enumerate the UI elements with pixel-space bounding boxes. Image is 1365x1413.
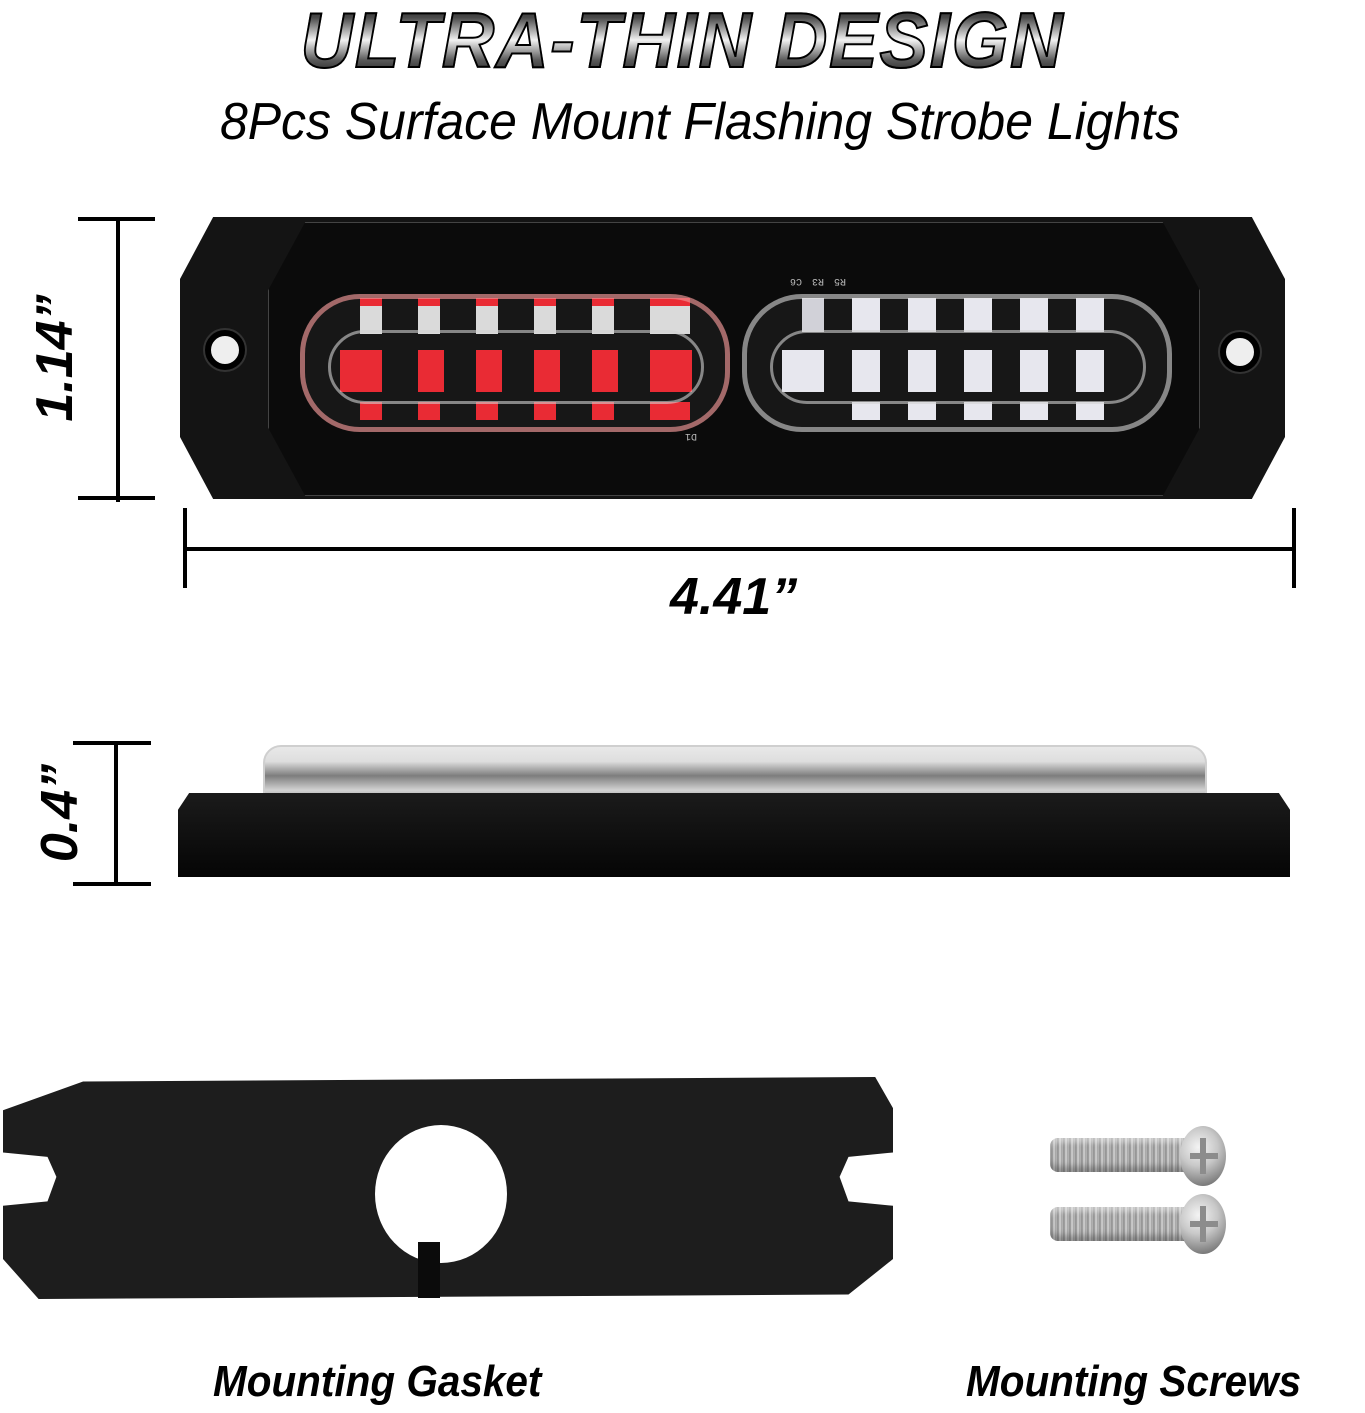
screw-shaft-2 xyxy=(1050,1207,1195,1241)
white-led-mid-4 xyxy=(964,350,992,392)
white-led-mid-5 xyxy=(1020,350,1048,392)
pcb-label-c6: C6 xyxy=(790,275,803,286)
side-view-base xyxy=(178,793,1290,877)
dim-line-vertical xyxy=(114,741,118,886)
red-led-mid-5 xyxy=(592,350,618,392)
dim-cap-right xyxy=(1292,508,1296,588)
red-led-mid-2 xyxy=(418,350,444,392)
mount-hole-right xyxy=(1220,332,1260,372)
red-led-module xyxy=(300,290,730,432)
red-led-top-3 xyxy=(476,298,498,334)
height-label: 1.14” xyxy=(26,294,84,422)
white-led-top-2 xyxy=(908,298,936,332)
screw-head-2 xyxy=(1180,1194,1226,1254)
phillips-cross-icon xyxy=(1190,1221,1218,1227)
white-led-top-3 xyxy=(964,298,992,332)
red-led-bot-4 xyxy=(534,402,556,420)
dim-line-vertical xyxy=(116,217,120,502)
white-led-bot-1 xyxy=(852,402,880,420)
screw-head-1 xyxy=(1180,1126,1226,1186)
red-led-top-2 xyxy=(418,298,440,334)
strobe-light-side-view xyxy=(178,745,1293,880)
page-title: ULTRA-THIN DESIGN xyxy=(48,0,1317,81)
pcb-label-d1: D1 xyxy=(685,430,698,441)
white-led-bot-5 xyxy=(1076,402,1104,420)
phillips-cross-icon xyxy=(1190,1153,1218,1159)
red-led-top-5 xyxy=(592,298,614,334)
mounting-screws xyxy=(1045,1122,1230,1254)
red-led-bot-1 xyxy=(360,402,382,420)
gasket-center-hole xyxy=(375,1125,507,1263)
white-led-module xyxy=(742,290,1172,432)
white-lens-inner xyxy=(770,330,1146,404)
dim-cap-top xyxy=(73,741,151,745)
red-led-bot-2 xyxy=(418,402,440,420)
pcb-label-r5: R5 xyxy=(834,275,847,286)
width-label: 4.41” xyxy=(670,568,798,626)
red-led-bot-3 xyxy=(476,402,498,420)
gasket-caption: Mounting Gasket xyxy=(213,1357,542,1406)
gasket-slit xyxy=(418,1242,440,1298)
red-led-bot-5 xyxy=(592,402,614,420)
thickness-dimension: 0.4” xyxy=(0,735,160,895)
screw-shaft-1 xyxy=(1050,1138,1195,1172)
white-led-bot-3 xyxy=(964,402,992,420)
screws-caption: Mounting Screws xyxy=(966,1357,1302,1406)
dim-line-horizontal xyxy=(183,547,1295,551)
white-led-bot-2 xyxy=(908,402,936,420)
height-dimension: 1.14” xyxy=(0,210,160,510)
white-led-top-6 xyxy=(802,298,824,332)
thickness-label: 0.4” xyxy=(31,763,89,863)
dim-cap-bottom xyxy=(78,496,155,500)
red-lens-inner xyxy=(328,330,704,404)
white-led-mid-2 xyxy=(852,350,880,392)
white-led-mid-6 xyxy=(1076,350,1104,392)
red-led-mid-3 xyxy=(476,350,502,392)
red-lens-outer xyxy=(300,294,730,432)
white-lens-outer xyxy=(742,294,1172,432)
red-led-top-4 xyxy=(534,298,556,334)
page-subtitle: 8Pcs Surface Mount Flashing Strobe Light… xyxy=(219,93,1181,151)
white-led-mid-3 xyxy=(908,350,936,392)
white-led-top-4 xyxy=(1020,298,1048,332)
pcb-label-r3: R3 xyxy=(812,275,825,286)
white-led-bot-4 xyxy=(1020,402,1048,420)
red-led-top-1 xyxy=(360,298,382,334)
white-led-top-5 xyxy=(1076,298,1104,332)
width-dimension: 4.41” xyxy=(180,505,1300,635)
dim-cap-bottom xyxy=(73,882,151,886)
red-led-mid-4 xyxy=(534,350,560,392)
white-led-top-1 xyxy=(852,298,880,332)
mount-hole-left xyxy=(205,330,245,370)
